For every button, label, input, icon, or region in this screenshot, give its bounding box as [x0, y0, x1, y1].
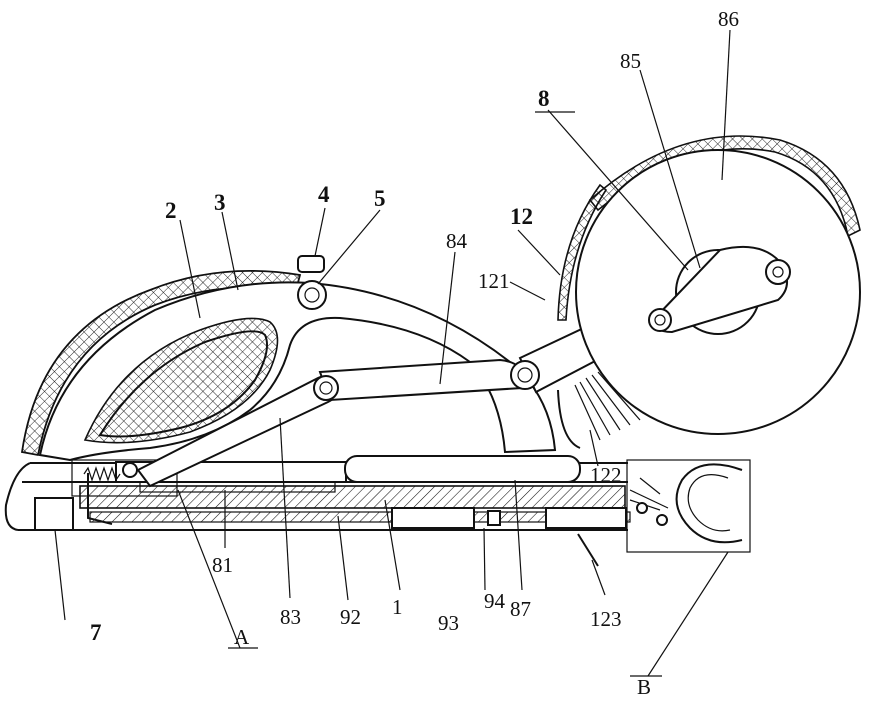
- label-2: 2: [165, 198, 177, 223]
- label-1: 1: [392, 595, 403, 619]
- clamp-pin-2: [657, 515, 667, 525]
- label-3: 3: [214, 190, 226, 215]
- part-123: [578, 534, 598, 566]
- label-4: 4: [318, 182, 330, 207]
- label-a: A: [234, 625, 250, 649]
- label-84: 84: [446, 229, 468, 253]
- label-94: 94: [484, 589, 506, 613]
- label-12: 12: [510, 204, 533, 229]
- block-93: [392, 508, 474, 528]
- clamp-ring: [677, 464, 742, 542]
- knob-4: [298, 256, 324, 272]
- block-right: [546, 508, 626, 528]
- label-b: B: [637, 675, 651, 699]
- label-5: 5: [374, 186, 386, 211]
- clamp-ring-inner: [688, 475, 730, 531]
- flange-bolt-right: [766, 260, 790, 284]
- label-87: 87: [510, 597, 531, 621]
- label-121: 121: [478, 269, 510, 293]
- flange-bolt-left: [649, 309, 671, 331]
- clamp-pin: [637, 503, 647, 513]
- pin-5: [298, 281, 326, 309]
- bar-87: [345, 456, 580, 482]
- label-86: 86: [718, 7, 739, 31]
- label-122: 122: [590, 463, 622, 487]
- label-85: 85: [620, 49, 641, 73]
- label-93: 93: [438, 611, 459, 635]
- lever-pivot: [314, 376, 338, 400]
- label-123: 123: [590, 607, 622, 631]
- label-83: 83: [280, 605, 301, 629]
- arm-pivot: [511, 361, 539, 389]
- label-92: 92: [340, 605, 361, 629]
- label-8: 8: [538, 86, 550, 111]
- pin-a: [123, 463, 137, 477]
- clamp-jaws: [630, 478, 668, 510]
- label-7: 7: [90, 620, 102, 645]
- block-7: [35, 498, 73, 530]
- label-81: 81: [212, 553, 233, 577]
- guard-lower: [558, 390, 580, 448]
- spring: [84, 468, 120, 480]
- hatched-rail: [80, 486, 625, 508]
- part-94: [488, 511, 500, 525]
